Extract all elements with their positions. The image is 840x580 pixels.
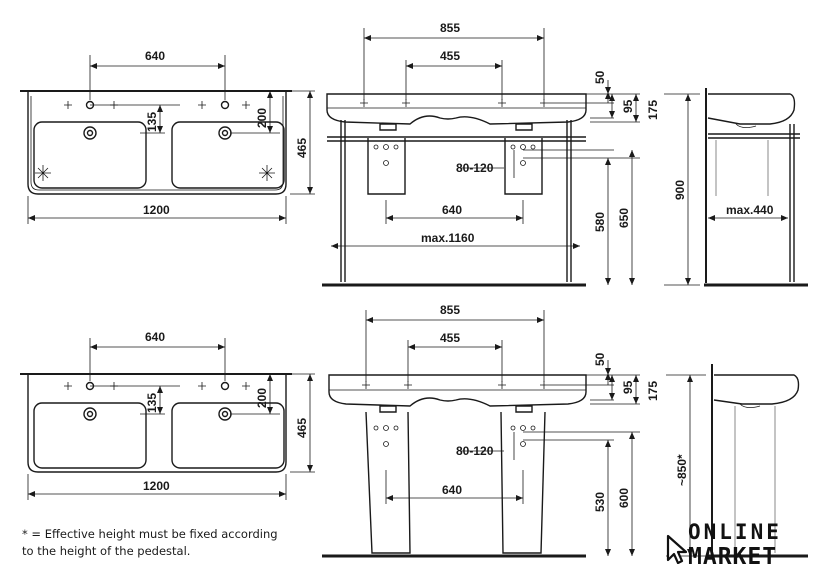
top-dim-200: 200 bbox=[255, 108, 269, 128]
footnote: * = Effective height must be fixed accor… bbox=[22, 526, 322, 560]
top-dim-855: 855 bbox=[440, 21, 460, 35]
top-dim-max440: max.440 bbox=[726, 203, 774, 217]
top-side-dimensions bbox=[664, 93, 788, 286]
online-market-logo[interactable]: ONLINE MARKET bbox=[666, 520, 826, 574]
bottom-side-view bbox=[708, 364, 808, 558]
top-dim-50: 50 bbox=[593, 70, 607, 84]
bottom-dim-200: 200 bbox=[255, 388, 269, 408]
bottom-dim-850: ~850* bbox=[675, 454, 689, 486]
bottom-front-dimensions bbox=[365, 310, 640, 556]
top-dim-650: 650 bbox=[617, 208, 631, 228]
bottom-dim-600: 600 bbox=[617, 488, 631, 508]
bottom-dim-1200: 1200 bbox=[143, 479, 170, 493]
bottom-dim-95: 95 bbox=[621, 380, 635, 394]
footnote-line-1: * = Effective height must be fixed accor… bbox=[22, 527, 278, 541]
bottom-dim-455: 455 bbox=[440, 331, 460, 345]
top-dim-1200: 1200 bbox=[143, 203, 170, 217]
top-dim-465: 465 bbox=[295, 138, 309, 158]
bottom-dim-530: 530 bbox=[593, 492, 607, 512]
bottom-plan-view bbox=[20, 373, 292, 473]
bottom-dim-465: 465 bbox=[295, 418, 309, 438]
top-dim-80-120: 80-120 bbox=[456, 161, 494, 175]
bottom-dim-640: 640 bbox=[145, 330, 165, 344]
bottom-dim-80-120: 80-120 bbox=[456, 444, 494, 458]
bottom-dim-855: 855 bbox=[440, 303, 460, 317]
top-front-view bbox=[322, 93, 587, 287]
top-dim-max1160: max.1160 bbox=[421, 231, 475, 245]
top-front-dimensions bbox=[331, 28, 640, 285]
bottom-dim-pedestal-640: 640 bbox=[442, 483, 462, 497]
top-dim-580: 580 bbox=[593, 212, 607, 232]
cursor-arrow-icon bbox=[666, 534, 688, 564]
top-dim-95: 95 bbox=[621, 99, 635, 113]
top-side-view bbox=[704, 88, 808, 287]
top-plan-dimensions bbox=[27, 55, 315, 224]
bottom-plan-dimensions bbox=[27, 338, 315, 500]
top-dim-900: 900 bbox=[673, 180, 687, 200]
top-dim-455: 455 bbox=[440, 49, 460, 63]
footnote-line-2: to the height of the pedestal. bbox=[22, 544, 191, 558]
bottom-dim-175: 175 bbox=[646, 381, 660, 401]
bottom-dim-135: 135 bbox=[145, 393, 159, 413]
top-plan-view bbox=[20, 90, 292, 195]
bottom-front-view bbox=[322, 374, 587, 558]
top-dim-pedestal-640: 640 bbox=[442, 203, 462, 217]
top-dim-135: 135 bbox=[145, 112, 159, 132]
bottom-dim-50: 50 bbox=[593, 352, 607, 366]
top-dim-640: 640 bbox=[145, 49, 165, 63]
logo-line-online: ONLINE bbox=[688, 520, 782, 544]
logo-line-market: MARKET bbox=[688, 544, 778, 570]
top-dim-175: 175 bbox=[646, 100, 660, 120]
